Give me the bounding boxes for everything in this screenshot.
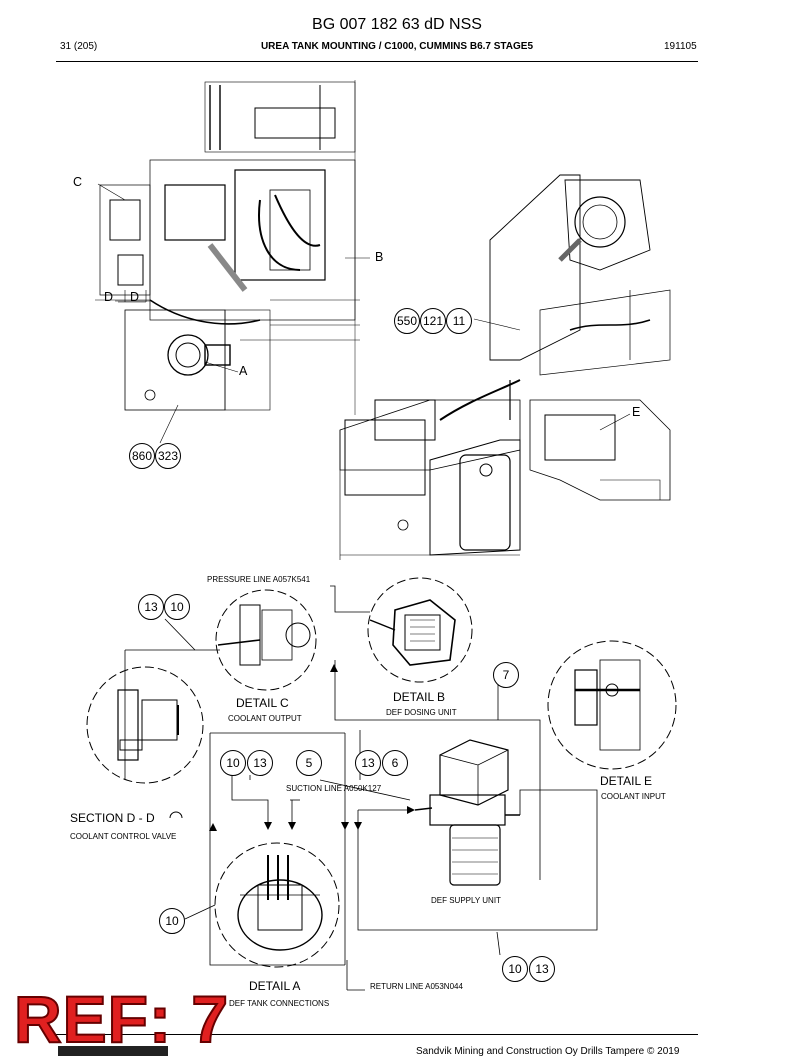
detail-c-title: DETAIL C xyxy=(236,696,289,710)
callout-c: C xyxy=(73,175,83,189)
item-bubble: 860 xyxy=(129,443,155,469)
section-dd-title: SECTION D - D xyxy=(70,811,155,825)
detail-a-subtitle: DEF TANK CONNECTIONS xyxy=(229,999,330,1008)
detail-b-subtitle: DEF DOSING UNIT xyxy=(386,708,457,717)
detail-a-title: DETAIL A xyxy=(249,979,301,993)
page-title: UREA TANK MOUNTING / C1000, CUMMINS B6.7… xyxy=(260,41,534,52)
footer-rule xyxy=(56,1034,698,1035)
isometric-view-right xyxy=(339,174,671,560)
item-bubble: 13 xyxy=(355,750,381,776)
copyright-footer: Sandvik Mining and Construction Oy Drill… xyxy=(416,1046,680,1057)
item-bubble: 5 xyxy=(296,750,322,776)
revision-code: 191105 xyxy=(664,41,697,52)
pressure-line-label: PRESSURE LINE A057K541 xyxy=(207,575,311,584)
detail-e-subtitle: COOLANT INPUT xyxy=(601,792,666,801)
detail-b-title: DETAIL B xyxy=(393,690,446,704)
detail-e-drawing xyxy=(547,640,677,770)
callout-d-left: D xyxy=(104,290,114,304)
callout-b: B xyxy=(375,250,384,264)
callout-e: E xyxy=(632,405,641,419)
header-rule xyxy=(56,61,698,62)
item-bubble: 6 xyxy=(382,750,408,776)
detail-c-subtitle: COOLANT OUTPUT xyxy=(228,714,302,723)
def-supply-unit-label: DEF SUPPLY UNIT xyxy=(431,896,501,905)
ref-stamp: REF: 7 xyxy=(13,982,230,1056)
section-marker-arrows xyxy=(118,290,147,303)
item-bubble: 10 xyxy=(159,908,185,934)
rotation-icon xyxy=(169,811,183,819)
item-bubble: 7 xyxy=(493,662,519,688)
flow-arrows xyxy=(209,664,415,831)
section-dd-subtitle: COOLANT CONTROL VALVE xyxy=(70,832,177,841)
section-dd-drawing xyxy=(86,666,204,784)
item-bubble: 13 xyxy=(529,956,555,982)
item-bubble: 13 xyxy=(138,594,164,620)
detail-b-drawing xyxy=(367,577,473,683)
item-bubble: 10 xyxy=(164,594,190,620)
item-bubble: 10 xyxy=(502,956,528,982)
item-bubble: 13 xyxy=(247,750,273,776)
item-bubble: 10 xyxy=(220,750,246,776)
suction-line-label: SUCTION LINE A050K127 xyxy=(286,784,382,793)
detail-e-title: DETAIL E xyxy=(600,774,653,788)
page-number: 31 (205) xyxy=(60,41,98,52)
item-bubble: 323 xyxy=(155,443,181,469)
detail-c-drawing xyxy=(215,589,317,691)
item-bubble: 11 xyxy=(446,308,472,334)
engine-view-left xyxy=(95,80,370,444)
callout-a: A xyxy=(239,364,248,378)
callout-d-right: D xyxy=(130,290,140,304)
def-supply-unit-drawing xyxy=(414,739,520,886)
item-bubble: 121 xyxy=(420,308,446,334)
detail-a-drawing xyxy=(214,842,340,968)
sandvik-logo xyxy=(58,1046,168,1056)
return-line-label: RETURN LINE A053N044 xyxy=(370,982,463,991)
item-bubble: 550 xyxy=(394,308,420,334)
document-number: BG 007 182 63 dD NSS xyxy=(312,16,482,33)
